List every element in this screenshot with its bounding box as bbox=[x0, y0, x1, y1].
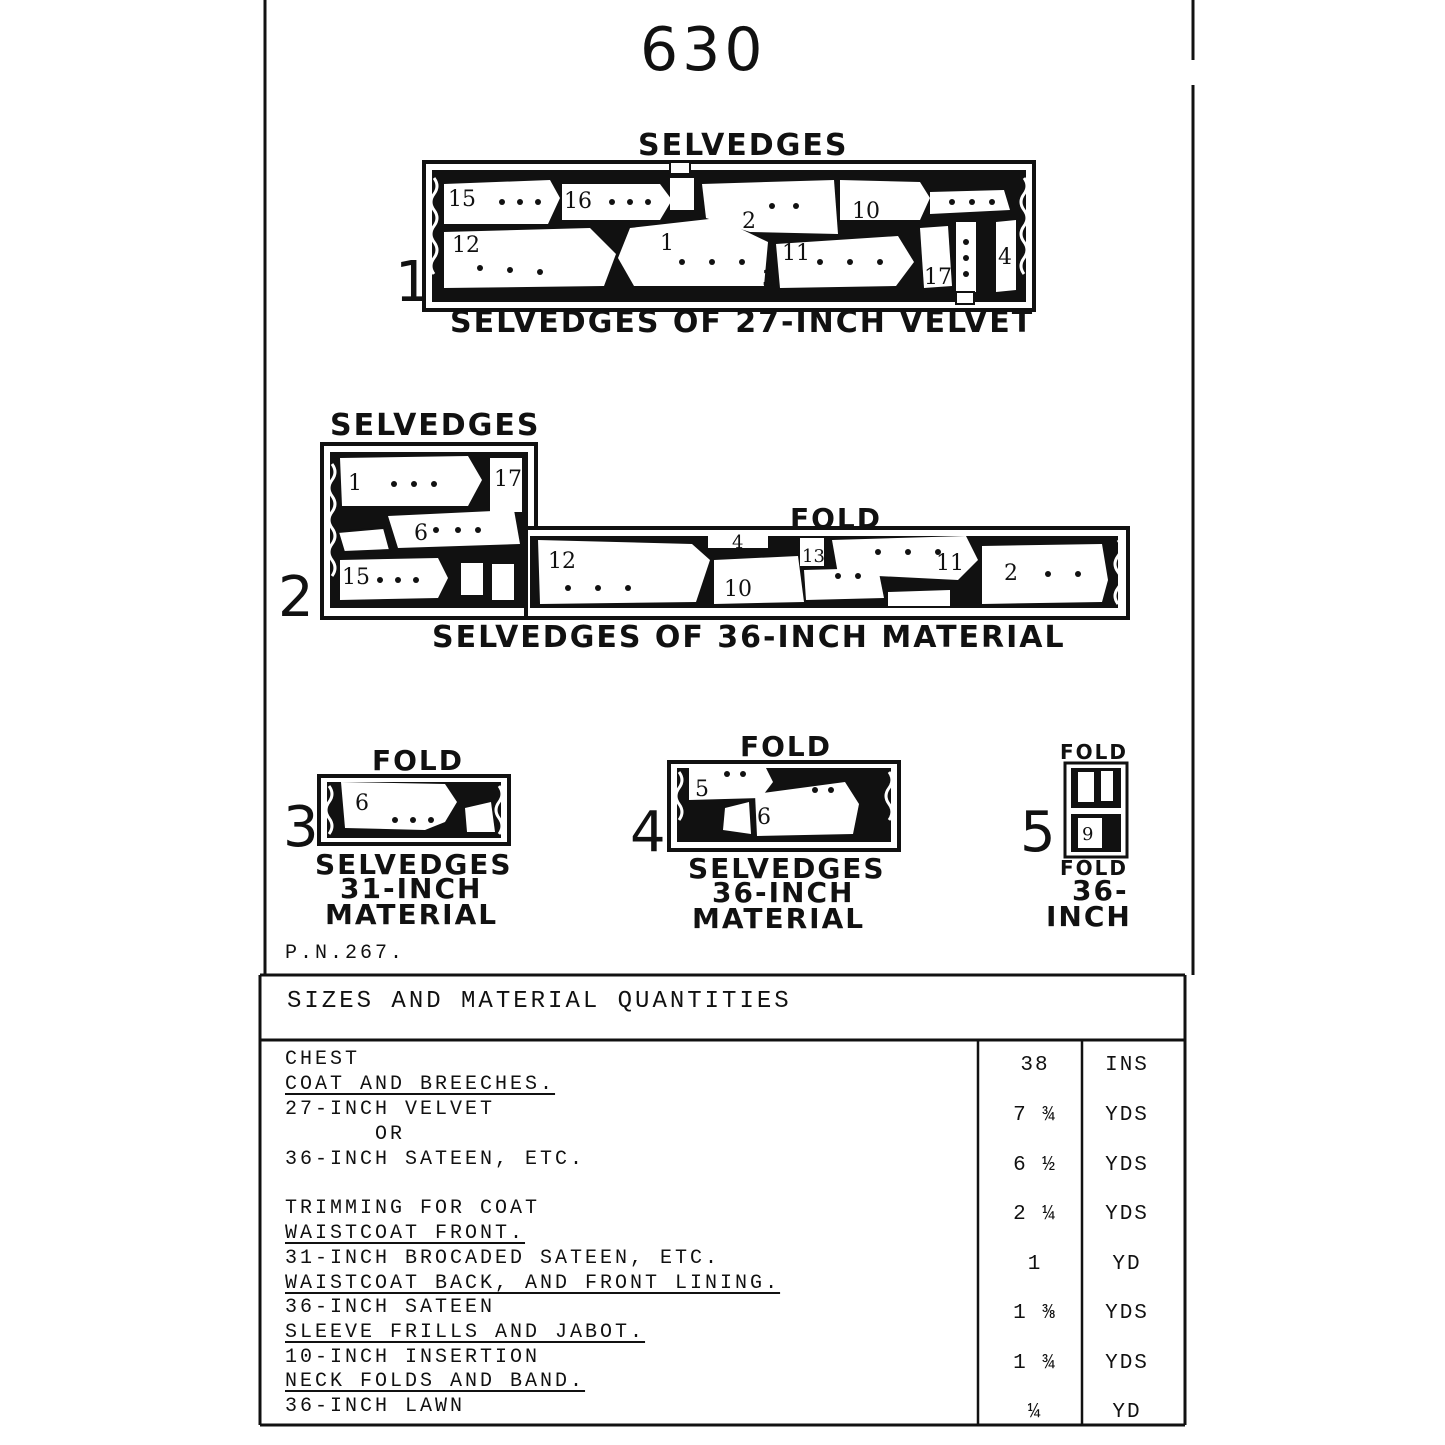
table-row-quantity: 7 ¾ bbox=[1013, 1104, 1057, 1127]
layout-4-bottom-line-2: 36-INCH bbox=[712, 876, 855, 909]
table-row-label: COAT AND BREECHES. bbox=[285, 1073, 556, 1096]
table-row-label: 10-INCH INSERTION bbox=[285, 1346, 541, 1369]
layout-2-number: 2 bbox=[278, 565, 316, 630]
layout-1-number: 1 bbox=[395, 250, 433, 315]
table-row-quantity: 1 bbox=[1027, 1253, 1043, 1276]
layout-3-top-label: FOLD bbox=[372, 744, 465, 777]
layout-2-bottom-label: SELVEDGES OF 36-INCH MATERIAL bbox=[432, 620, 1066, 655]
piece-label: 12 bbox=[548, 549, 576, 574]
table-row-label: WAISTCOAT FRONT. bbox=[285, 1222, 526, 1245]
table-row-unit: YD bbox=[1112, 1253, 1142, 1276]
layout-3-number: 3 bbox=[283, 795, 321, 860]
table-row-unit: YDS bbox=[1105, 1154, 1149, 1177]
piece-label: 6 bbox=[757, 805, 771, 830]
piece-label: 10 bbox=[724, 577, 752, 602]
quantities-table: CHEST 38 INS COAT AND BREECHES.27-INCH VELV… bbox=[260, 1040, 1185, 1425]
quantities-header: SIZES AND MATERIAL QUANTITIES bbox=[287, 988, 792, 1015]
layout-5-bottom-line-3: INCH bbox=[1046, 900, 1132, 933]
layout-4-bottom-line-3: MATERIAL bbox=[692, 902, 866, 935]
piece-label: 2 bbox=[742, 209, 756, 234]
layout-4-number: 4 bbox=[630, 800, 668, 865]
layout-1-bottom-label: SELVEDGES OF 27-INCH VELVET bbox=[450, 305, 1035, 340]
layout-3-diagram: 6 bbox=[317, 774, 511, 846]
piece-label: 1 bbox=[660, 231, 674, 256]
table-row-label: 36-INCH SATEEN bbox=[285, 1296, 496, 1319]
table-row-unit: INS bbox=[1105, 1054, 1149, 1077]
piece-label: 3 bbox=[762, 267, 776, 292]
piece-label: 9 bbox=[1082, 824, 1093, 845]
piece-label: 15 bbox=[448, 187, 476, 212]
table-row-unit: YDS bbox=[1105, 1302, 1149, 1325]
piece-label: 11 bbox=[782, 241, 810, 266]
table-row-label: OR bbox=[285, 1123, 406, 1146]
table-row-label: TRIMMING FOR COAT bbox=[285, 1197, 541, 1220]
table-row-label: CHEST bbox=[285, 1048, 361, 1071]
piece-label: 16 bbox=[564, 189, 592, 214]
layout-4-bottom-line-1: SELVEDGES bbox=[688, 852, 886, 885]
layout-4-diagram: 5 6 bbox=[667, 760, 901, 852]
piece-label: 4 bbox=[998, 245, 1012, 270]
table-row-label: NECK FOLDS AND BAND. bbox=[285, 1370, 586, 1393]
layout-5-top-label: FOLD bbox=[1060, 740, 1129, 764]
piece-label: 6 bbox=[414, 521, 428, 546]
piece-label: 15 bbox=[342, 565, 370, 590]
table-row-quantity: 1 ¾ bbox=[1013, 1352, 1057, 1375]
table-row-unit: YDS bbox=[1105, 1203, 1149, 1226]
piece-label: 4 bbox=[732, 532, 743, 553]
table-row-quantity: 1 ⅜ bbox=[1013, 1302, 1057, 1325]
table-row-quantity: ¼ bbox=[1027, 1401, 1043, 1424]
piece-label: 12 bbox=[452, 233, 480, 258]
piece-label: 17 bbox=[494, 467, 522, 492]
piece-label: 11 bbox=[936, 551, 964, 576]
table-row-label: 36-INCH LAWN bbox=[285, 1395, 466, 1418]
pattern-number: 630 bbox=[640, 15, 767, 85]
table-row-label: 36-INCH SATEEN, ETC. bbox=[285, 1148, 586, 1171]
layout-1-diagram: 15 16 2 10 12 1 11 3 17 4 bbox=[422, 160, 1036, 312]
layout-5-number: 5 bbox=[1020, 800, 1058, 865]
table-row-label: 31-INCH BROCADED SATEEN, ETC. bbox=[285, 1247, 721, 1270]
layout-2-top-label: SELVEDGES bbox=[330, 408, 541, 443]
piece-label: 17 bbox=[924, 265, 952, 290]
table-row-quantity: 2 ¼ bbox=[1013, 1203, 1057, 1226]
piece-label: 13 bbox=[802, 546, 825, 567]
piece-label: 1 bbox=[348, 471, 362, 496]
layout-1-top-label: SELVEDGES bbox=[638, 128, 849, 163]
table-row-unit: YD bbox=[1112, 1401, 1142, 1424]
piece-label: 10 bbox=[852, 199, 880, 224]
table-row-label: 27-INCH VELVET bbox=[285, 1098, 496, 1121]
table-row-label: SLEEVE FRILLS AND JABOT. bbox=[285, 1321, 646, 1344]
layout-3-bottom-line-3: MATERIAL bbox=[325, 898, 499, 931]
layout-5-bottom-line-1: FOLD bbox=[1060, 856, 1129, 880]
layout-3-bottom-line-1: SELVEDGES bbox=[315, 848, 513, 881]
table-row-label: WAISTCOAT BACK, AND FRONT LINING. bbox=[285, 1272, 781, 1295]
layout-5-diagram: 9 bbox=[1063, 761, 1129, 859]
table-row-unit: YDS bbox=[1105, 1352, 1149, 1375]
ref-code: P.N.267. bbox=[285, 942, 406, 965]
layout-4-top-label: FOLD bbox=[740, 730, 833, 763]
table-row-unit: YDS bbox=[1105, 1104, 1149, 1127]
piece-label: 2 bbox=[1004, 561, 1018, 586]
layout-3-bottom-line-2: 31-INCH bbox=[340, 872, 483, 905]
layout-5-bottom-line-2: 36- bbox=[1072, 874, 1129, 907]
layout-2-diagram: 1 17 6 15 12 4 10 13 11 2 bbox=[320, 442, 1130, 620]
table-row-quantity: 38 bbox=[1020, 1054, 1050, 1077]
piece-label: 6 bbox=[355, 791, 369, 816]
table-row-quantity: 6 ½ bbox=[1013, 1154, 1057, 1177]
piece-label: 5 bbox=[695, 777, 709, 802]
